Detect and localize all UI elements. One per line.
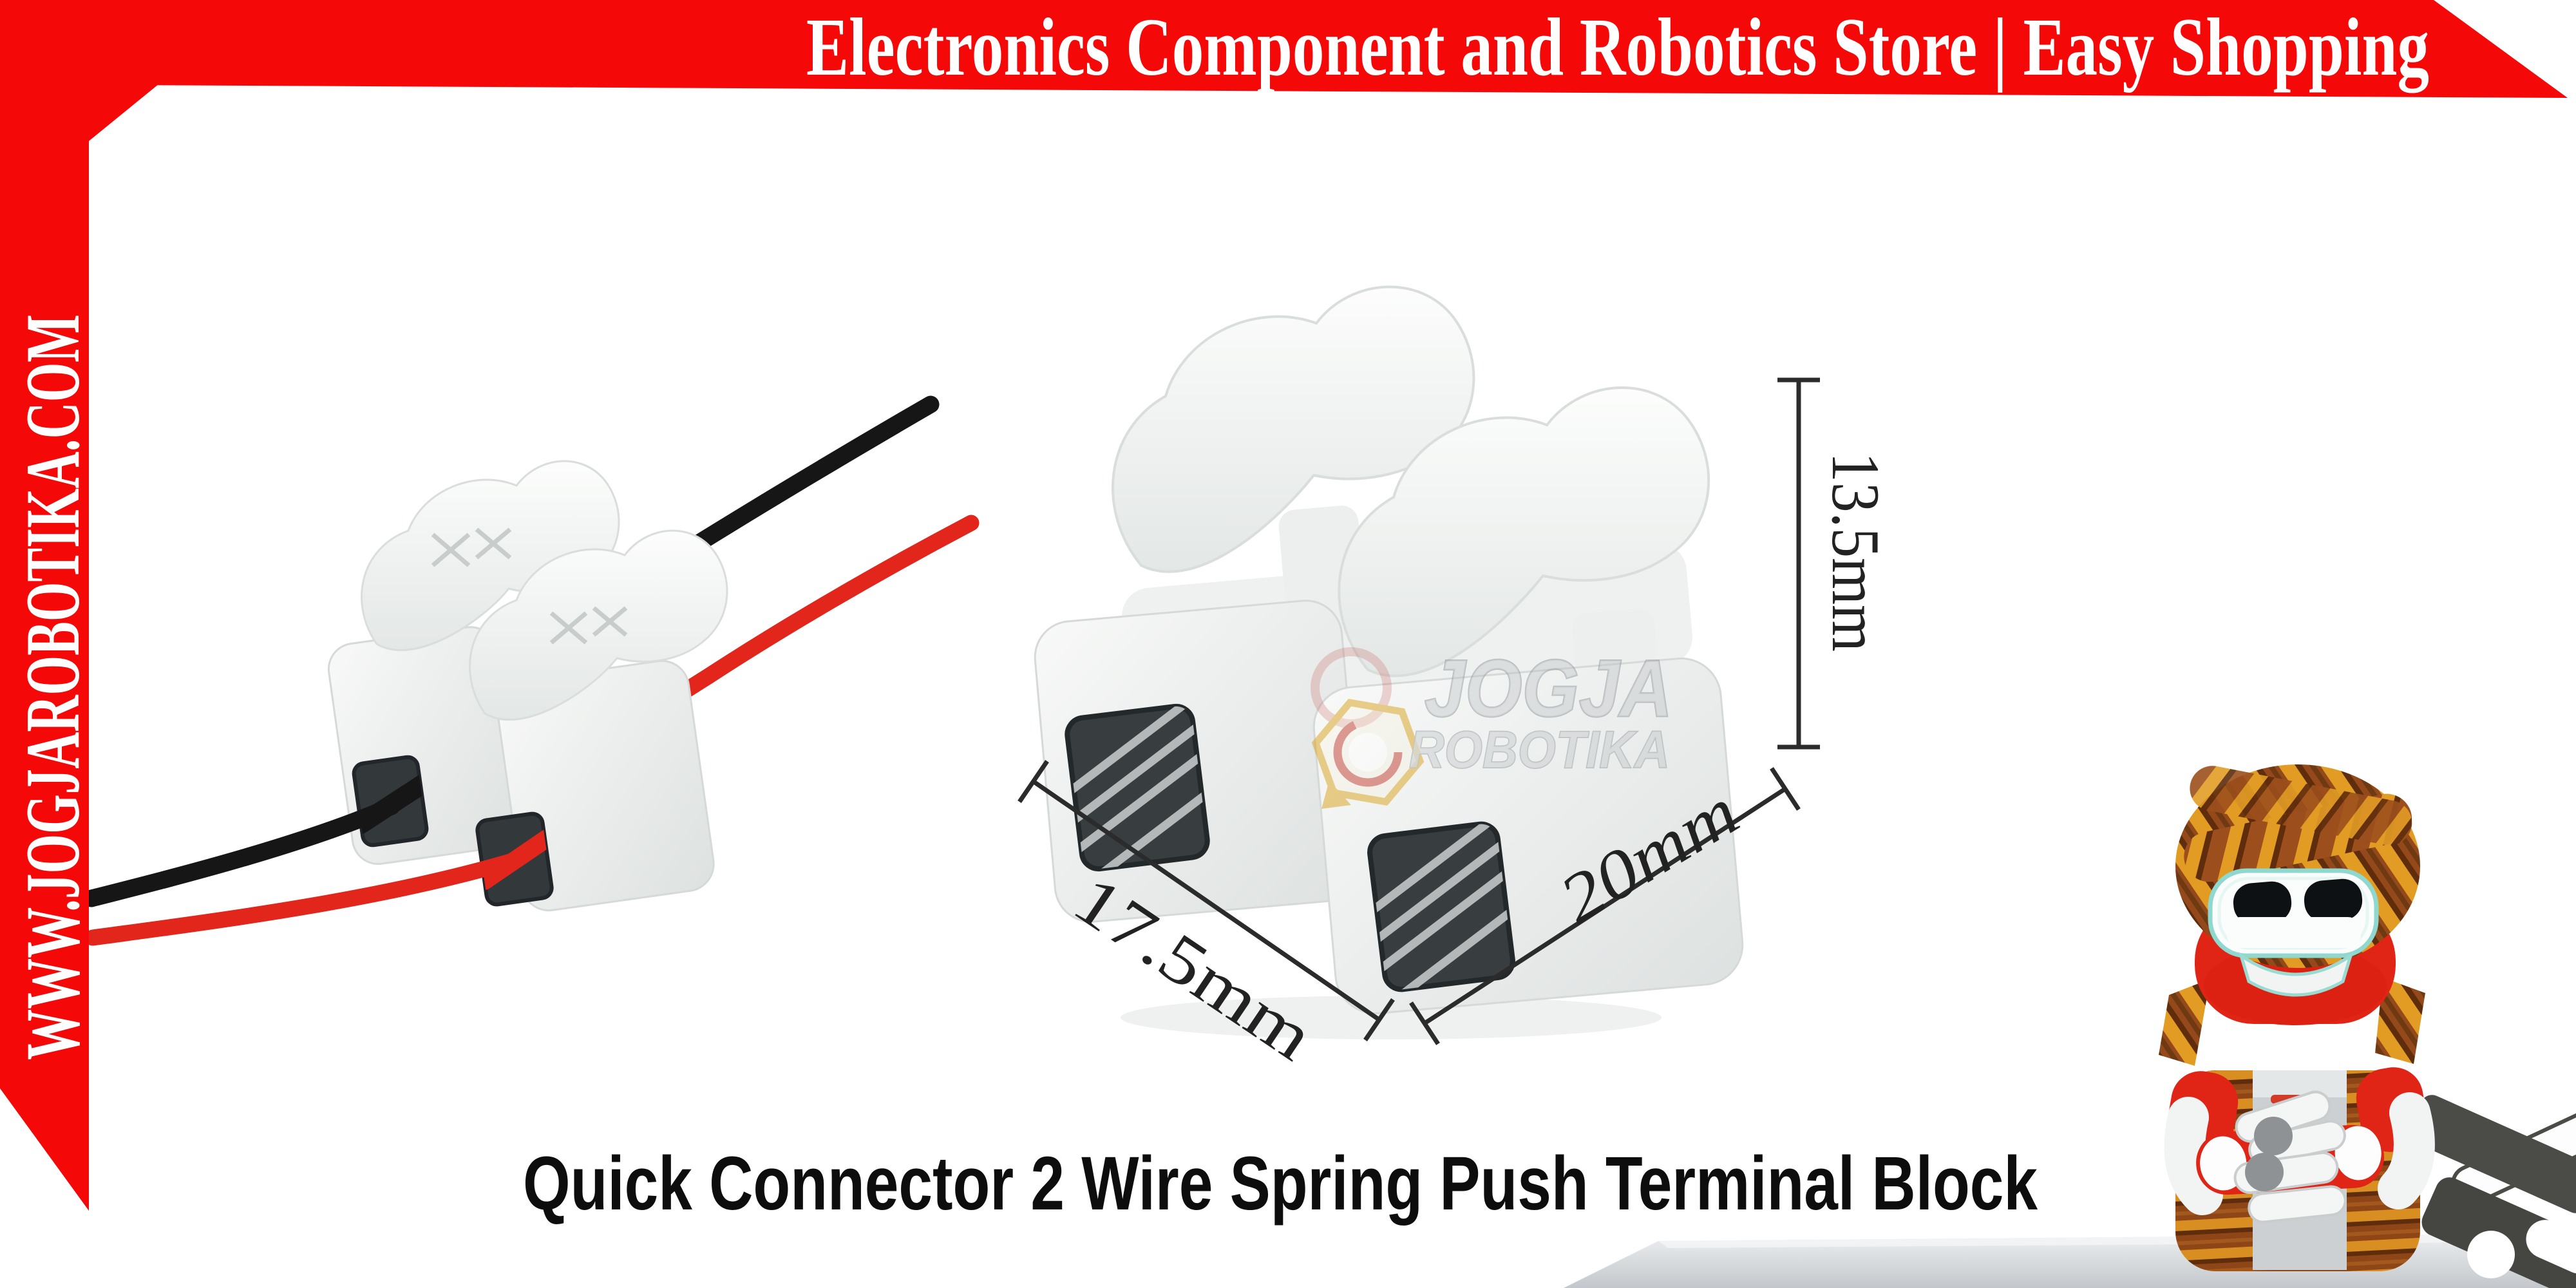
blangkon-flap-left bbox=[2159, 979, 2210, 1066]
lever-xx-engraving bbox=[431, 527, 512, 567]
mascot-vehicle bbox=[2409, 1095, 2576, 1288]
vehicle-dark-arm bbox=[2409, 1095, 2576, 1213]
spring-coil bbox=[1368, 822, 1515, 992]
product-photo-wired-connector bbox=[82, 395, 980, 946]
watermark: JOGJA ROBOTIKA bbox=[1311, 643, 1674, 809]
visor-lower-panel bbox=[2227, 917, 2361, 948]
lever-xx-engraving bbox=[549, 606, 628, 645]
controller-stick bbox=[2245, 1153, 2284, 1191]
blangkon-flap-right bbox=[2375, 978, 2425, 1064]
side-ribbon bbox=[0, 0, 89, 1211]
watermark-logo-wedge bbox=[1321, 781, 1351, 809]
spring-lever-right bbox=[1338, 386, 1710, 677]
product-title: Quick Connector 2 Wire Spring Push Termi… bbox=[523, 1141, 2038, 1226]
spring-lever-right bbox=[469, 529, 728, 721]
torso-panel-highlight bbox=[2253, 1070, 2347, 1097]
dimension-line-width bbox=[1032, 779, 1380, 1021]
top-banner bbox=[0, 0, 2568, 98]
soft-shadow bbox=[1121, 996, 1662, 1039]
controller-stick bbox=[2254, 1117, 2293, 1155]
red-wire-lower bbox=[84, 853, 518, 946]
watermark-text-line2: ROBOTIKA bbox=[1409, 721, 1670, 779]
mouth-guard bbox=[2238, 951, 2354, 997]
mascot-eye-left bbox=[2233, 881, 2292, 925]
spring-lever-left bbox=[1111, 285, 1475, 573]
arm-left bbox=[2164, 1097, 2223, 1215]
vehicle-wheel bbox=[2467, 1231, 2515, 1278]
banner-corner-bevel bbox=[89, 84, 158, 141]
vehicle-dark-base bbox=[2421, 1177, 2576, 1288]
watermark-logo-ring bbox=[1333, 717, 1403, 787]
banner-text: Electronics Component and Robotics Store… bbox=[806, 1, 2429, 93]
watermark-logo bbox=[1311, 699, 1425, 806]
mascot-eye-right bbox=[2304, 878, 2363, 922]
dimension-line-depth bbox=[1423, 787, 1786, 1025]
robot-mascot bbox=[2159, 764, 2435, 1271]
black-wire-lower bbox=[82, 797, 401, 907]
vehicle-pill bbox=[2526, 1220, 2576, 1274]
floor-bar bbox=[1564, 1233, 2576, 1288]
dimension-label-height: 13.5mm bbox=[1818, 452, 1893, 652]
spring-lever-left bbox=[361, 460, 620, 652]
dimension-annotations bbox=[1018, 377, 1820, 1045]
watermark-logo-center bbox=[1349, 733, 1387, 772]
arm-right bbox=[2378, 1092, 2435, 1209]
watermark-text-line1: JOGJA bbox=[1425, 644, 1672, 734]
blangkon-cross-band bbox=[2190, 766, 2412, 846]
ribbon-url-text: WWW.JOGJAROBOTIKA.COM bbox=[10, 314, 95, 1060]
